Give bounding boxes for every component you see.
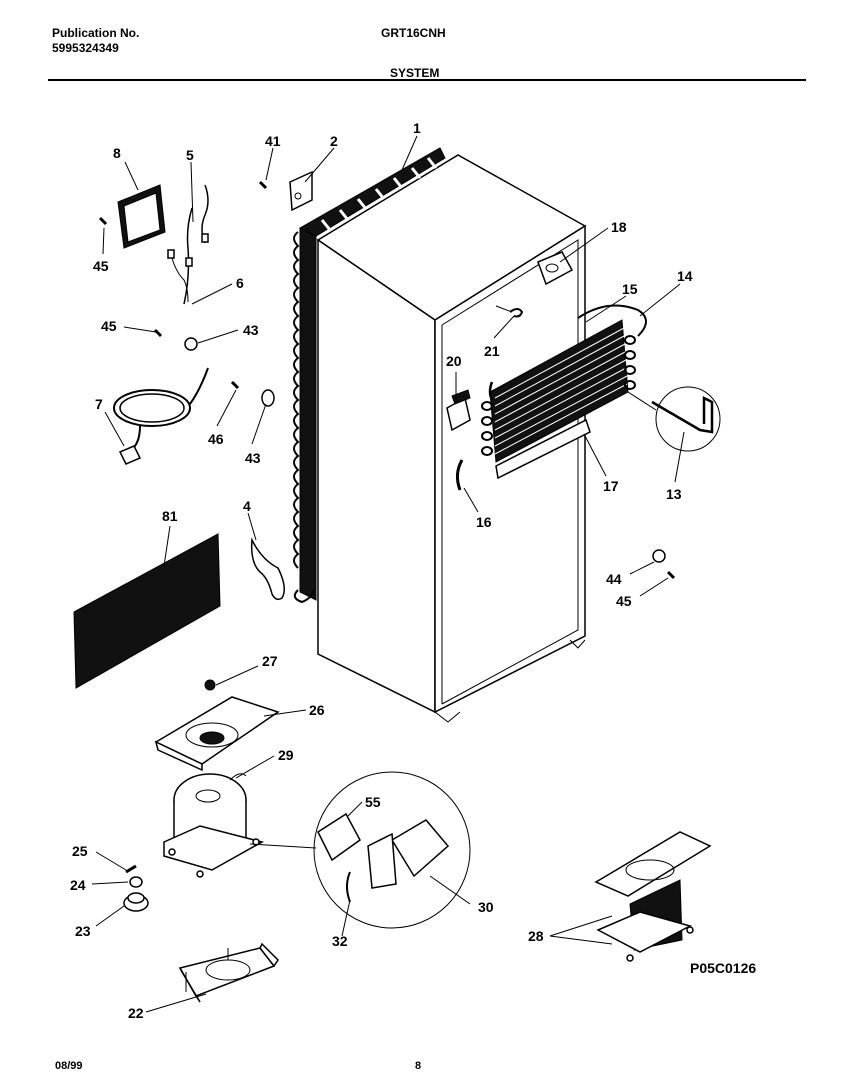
section-title: SYSTEM <box>390 66 440 80</box>
diagram-code: P05C0126 <box>690 960 756 976</box>
callout-labels: 1 2 41 8 5 45 6 45 43 7 46 43 18 15 14 2… <box>70 120 756 1021</box>
callout-32: 32 <box>332 933 348 949</box>
callout-20: 20 <box>446 353 462 369</box>
publication-label: Publication No. <box>52 26 140 40</box>
callout-44: 44 <box>606 571 622 587</box>
header-rule <box>48 79 806 81</box>
callout-17: 17 <box>603 478 619 494</box>
screws-and-clips-left <box>98 170 676 580</box>
footer-date: 08/99 <box>55 1060 83 1072</box>
callout-45-a: 45 <box>93 258 109 274</box>
callout-45-c: 45 <box>616 593 632 609</box>
callout-29: 29 <box>278 747 294 763</box>
evaporator <box>481 304 647 480</box>
callout-30: 30 <box>478 899 494 915</box>
callout-41: 41 <box>265 133 281 149</box>
callout-5: 5 <box>186 147 194 163</box>
grommet-parts <box>123 864 149 912</box>
control-panel-8 <box>117 184 166 249</box>
callout-25: 25 <box>72 843 88 859</box>
callout-4: 4 <box>243 498 251 514</box>
callout-7: 7 <box>95 396 103 412</box>
callout-46: 46 <box>208 431 224 447</box>
callout-45-b: 45 <box>101 318 117 334</box>
callout-28: 28 <box>528 928 544 944</box>
callout-24: 24 <box>70 877 86 893</box>
assembled-compressor-28 <box>594 831 712 962</box>
callout-43-b: 43 <box>245 450 261 466</box>
callout-23: 23 <box>75 923 91 939</box>
base-tray-22 <box>178 942 279 1003</box>
leader-lines <box>91 135 685 1013</box>
callout-81: 81 <box>162 508 178 524</box>
publication-number: 5995324349 <box>52 41 119 55</box>
callout-16: 16 <box>476 514 492 530</box>
power-cord-7 <box>113 367 209 465</box>
callout-21: 21 <box>484 343 500 359</box>
cabinet <box>316 154 587 723</box>
page-number: 8 <box>415 1060 422 1072</box>
condenser-coil <box>293 147 446 604</box>
callout-22: 22 <box>128 1005 144 1021</box>
callout-27: 27 <box>262 653 278 669</box>
compressor-29 <box>163 773 264 878</box>
drain-pan-26 <box>154 679 280 772</box>
callout-18: 18 <box>611 219 627 235</box>
callout-6: 6 <box>236 275 244 291</box>
callout-1: 1 <box>413 120 421 136</box>
tube-4 <box>250 537 285 601</box>
callout-8: 8 <box>113 145 121 161</box>
callout-43-a: 43 <box>243 322 259 338</box>
model-number: GRT16CNH <box>381 26 446 40</box>
callout-2: 2 <box>330 133 338 149</box>
drier-detail <box>627 386 721 452</box>
relay-detail-circle <box>249 771 471 929</box>
callout-14: 14 <box>677 268 693 284</box>
callout-55: 55 <box>365 794 381 810</box>
callout-15: 15 <box>622 281 638 297</box>
wire-harness <box>167 184 209 305</box>
callout-13: 13 <box>666 486 682 502</box>
grille-81 <box>73 533 221 689</box>
callout-26: 26 <box>309 702 325 718</box>
